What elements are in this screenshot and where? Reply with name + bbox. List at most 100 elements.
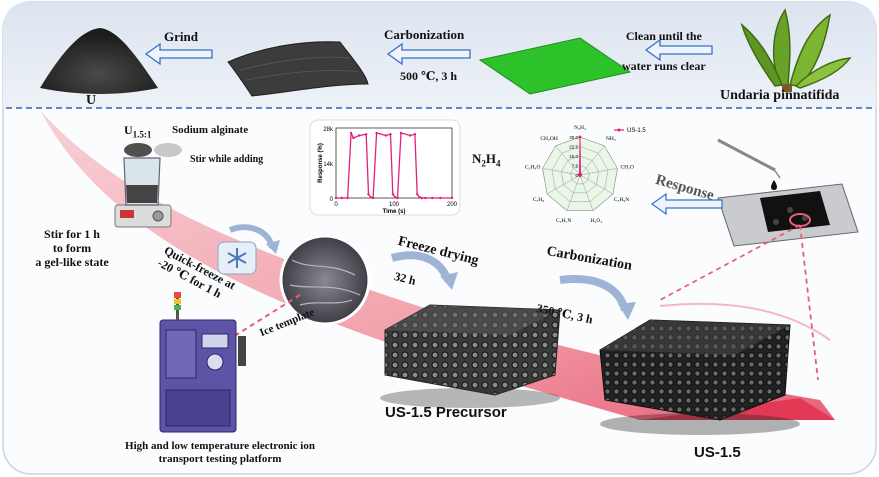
radar-ring-label: 30.0 <box>569 135 578 140</box>
radar-spoke <box>546 174 581 195</box>
stir-note-label: Stir while adding <box>190 154 264 165</box>
response-point <box>334 196 338 200</box>
carbonization-step-label: Carbonization <box>384 27 465 42</box>
analyte-part-1: N <box>472 151 482 166</box>
x-tick-label: 200 <box>447 202 458 208</box>
analyte-sub-2: 4 <box>496 158 501 169</box>
radar-spoke <box>579 174 614 195</box>
us15-product-label: US-1.5 <box>694 444 741 461</box>
sensor-chip <box>717 183 859 247</box>
temperature-chamber <box>159 292 246 433</box>
carbonized-sheet <box>227 41 369 97</box>
clean-step-line-2: water runs clear <box>622 58 706 73</box>
clean-step-line-1: Clean until the <box>625 29 702 43</box>
radar-ring-label: 7.5 <box>572 164 579 169</box>
gel-step-line-1: Stir for 1 h <box>44 227 100 241</box>
y-axis-label: Response (%) <box>318 143 324 183</box>
response-point <box>375 131 378 135</box>
response-point <box>413 133 417 136</box>
radar-axis-label: C₂H₇N <box>556 218 571 224</box>
radar-ring <box>570 165 590 185</box>
response-point <box>371 196 375 200</box>
radar-spoke <box>579 174 594 211</box>
us15-block <box>599 319 800 435</box>
platform-caption: High and low temperature electronic ion … <box>80 440 360 465</box>
response-point <box>369 196 372 199</box>
radar-spoke <box>555 145 581 176</box>
response-point <box>424 196 427 200</box>
ratio-label: U1.5:1 <box>124 123 152 140</box>
seaweed-name: Undaria pinnatifida <box>720 88 840 103</box>
radar-ring <box>551 146 609 203</box>
pipette <box>717 138 776 172</box>
droplet-icon <box>771 180 777 190</box>
response-point <box>399 131 403 135</box>
response-point <box>346 196 349 200</box>
radar-axis-label: NH₃ <box>606 136 616 142</box>
powder-pile-icon <box>40 28 158 94</box>
x-axis-label: Time (s) <box>383 209 406 215</box>
gel-step-line-3: a gel-like state <box>35 254 109 269</box>
gel-step-label: Stir for 1 h to form a gel-like state <box>22 227 122 269</box>
response-point <box>418 196 421 199</box>
precursor-label: US-1.5 Precursor <box>385 404 507 421</box>
response-point <box>396 196 399 200</box>
radar-axis-label: CH₂O <box>621 165 635 171</box>
response-point <box>420 196 424 200</box>
stirrer-setup <box>114 143 182 228</box>
precursor-block <box>380 304 561 408</box>
response-point <box>352 136 355 140</box>
gel-step-line-2: to form <box>52 240 92 255</box>
process-arrows <box>144 38 713 66</box>
analyte-sub-1: 2 <box>481 158 486 169</box>
radar-axis-label: C₇H₈ <box>533 197 545 203</box>
plot-frame <box>335 127 453 199</box>
response-point <box>358 134 361 137</box>
ice-template-micrograph <box>279 234 371 326</box>
response-point <box>416 193 419 196</box>
response-point <box>391 193 395 196</box>
carbonization-conditions-label: 500 ℃, 3 h <box>400 69 458 83</box>
snowflake-tile <box>217 241 257 275</box>
ratio-subscript: 1.5:1 <box>132 129 152 140</box>
response-point <box>439 196 442 200</box>
clean-step-label: Clean until the water runs clear <box>622 29 706 74</box>
response-point <box>409 134 412 137</box>
y-tick-label: 0 <box>330 197 334 203</box>
radar-axis-label: CH₃OH <box>540 136 558 142</box>
platform-caption-line-1: High and low temperature electronic ion <box>125 440 315 452</box>
selectivity-radar-chart: N₂H₄NH₃CH₂OC₃H₉NH₂O₂C₂H₇NC₇H₈C₂H₆OCH₃OH0… <box>525 125 646 224</box>
analyte-part-2: H <box>485 151 497 166</box>
analyte-label: N2H4 <box>472 151 501 169</box>
radar-axis-label: C₃H₉N <box>614 197 629 203</box>
radar-axis-label: C₂H₆O <box>525 165 540 171</box>
response-point <box>393 196 397 199</box>
radar-ring <box>561 155 599 194</box>
radar-legend-marker <box>617 128 621 132</box>
response-point <box>364 133 368 136</box>
radar-ring <box>542 136 618 211</box>
sodium-alginate-label: Sodium alginate <box>172 124 249 136</box>
radar-spoke <box>579 168 618 176</box>
radar-ring-label: 22.5 <box>569 145 578 150</box>
x-tick-label: 0 <box>334 202 338 208</box>
y-tick-label: 28k <box>323 127 334 133</box>
radar-axis-label: H₂O₂ <box>591 218 603 224</box>
grind-step-label: Grind <box>164 29 198 44</box>
response-point <box>431 196 434 200</box>
response-point <box>349 131 353 135</box>
seaweed-icon <box>740 8 852 92</box>
radar-point <box>578 135 582 139</box>
radar-series-shape <box>578 136 582 177</box>
y-tick-label: 14k <box>323 162 334 168</box>
ratio-prefix: U <box>124 123 133 137</box>
x-tick-label: 100 <box>389 202 400 208</box>
product-u-label: U <box>86 93 97 108</box>
platform-caption-line-2: transport testing platform <box>158 452 282 465</box>
response-point <box>367 193 370 196</box>
response-point <box>340 196 343 200</box>
radar-point <box>578 173 581 176</box>
